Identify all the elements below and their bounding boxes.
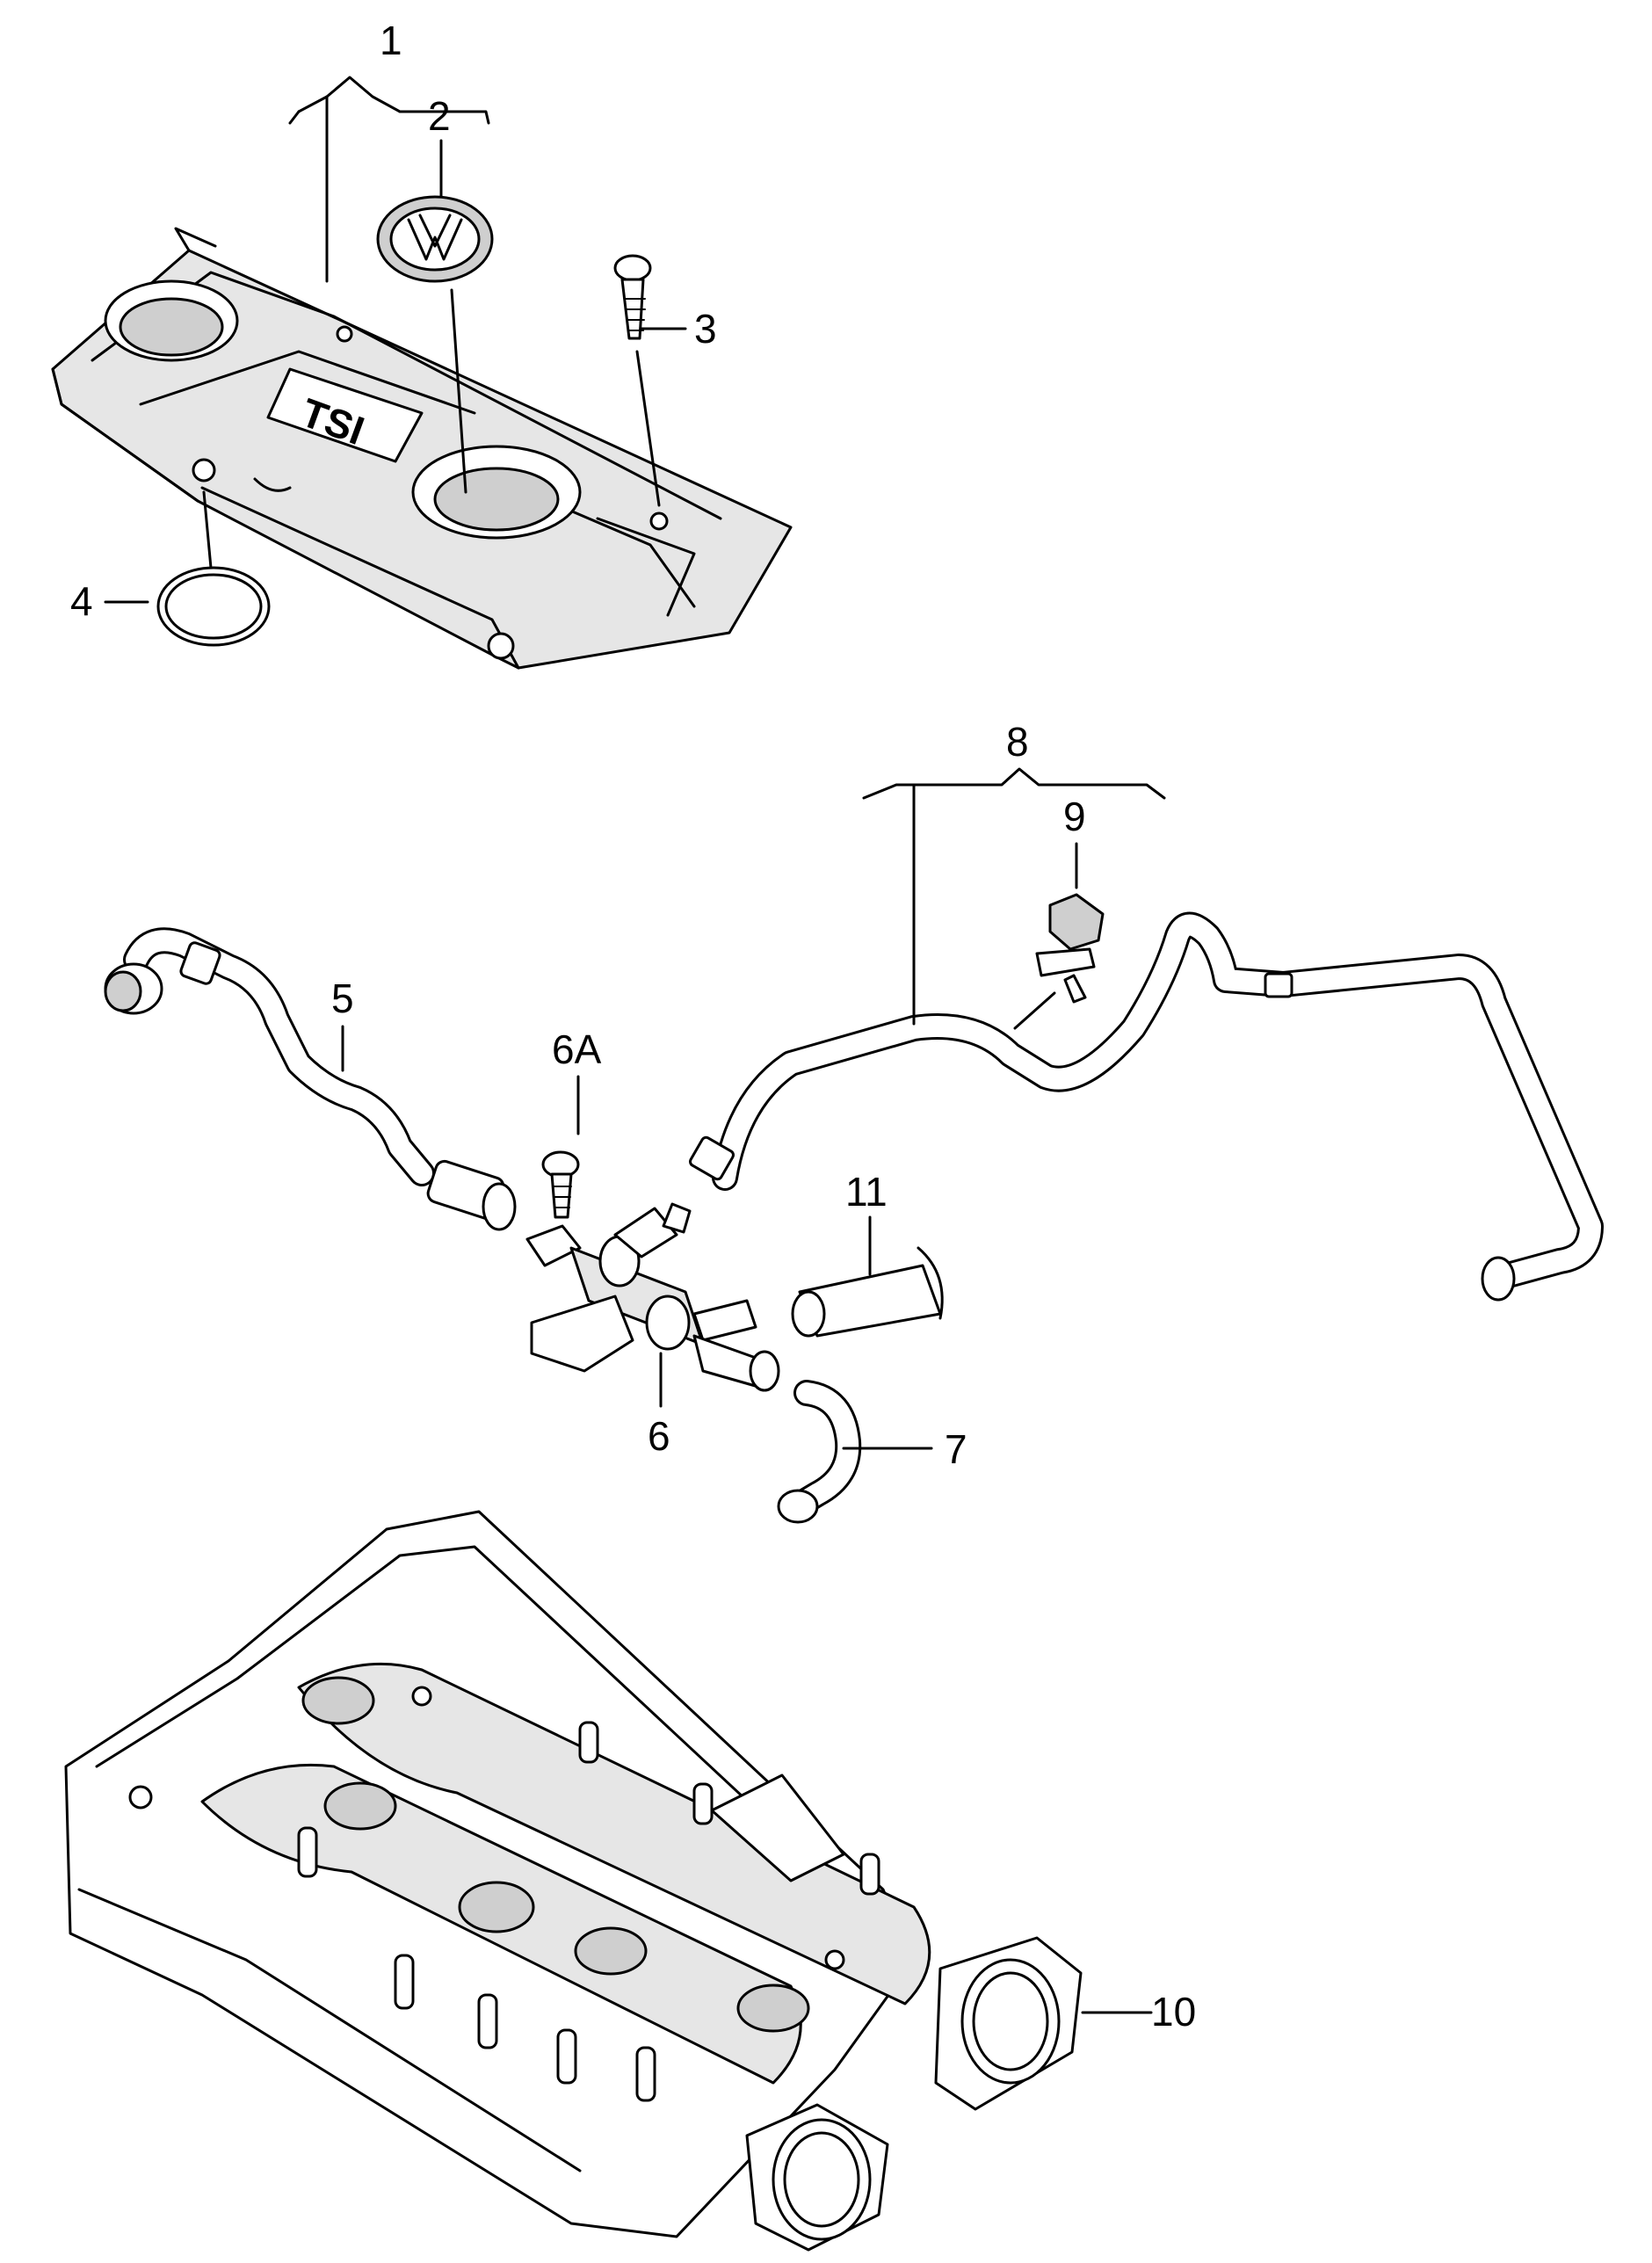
callout-1-label: 1: [380, 18, 402, 63]
callout-4-label: 4: [70, 578, 93, 624]
callout-8: 8: [862, 719, 1166, 1026]
callout-10-label: 10: [1151, 1989, 1196, 2035]
callout-6a-label: 6A: [552, 1026, 602, 1072]
callout-11-label: 11: [845, 1169, 888, 1215]
callout-7: 7: [842, 1426, 967, 1472]
vw-emblem[interactable]: [376, 195, 494, 283]
callout-9-label: 9: [1063, 794, 1086, 839]
callout-11: 11: [845, 1169, 888, 1276]
hose-clip[interactable]: [1035, 893, 1105, 1004]
callout-6-label: 6: [648, 1413, 670, 1459]
callout-2: 2: [428, 93, 467, 494]
callout-7-label: 7: [945, 1426, 967, 1472]
elbow-hose[interactable]: [777, 1380, 862, 1524]
callout-3-label: 3: [694, 306, 717, 352]
callout-2-label: 2: [428, 93, 451, 139]
o-ring[interactable]: [156, 566, 271, 647]
breather-hose[interactable]: [104, 927, 517, 1231]
screw-6a[interactable]: [541, 1150, 580, 1219]
callout-5-label: 5: [331, 976, 354, 1021]
short-hose[interactable]: [791, 1246, 944, 1338]
cover-bolt[interactable]: [613, 254, 652, 340]
check-valve[interactable]: [525, 1202, 780, 1392]
callout-10: 10: [1081, 1989, 1196, 2035]
callout-3: 3: [635, 306, 717, 507]
cylinder-head-cover[interactable]: [64, 1510, 1083, 2252]
callout-6a: 6A: [552, 1026, 602, 1135]
callout-1: 1: [288, 18, 490, 283]
callout-4: 4: [70, 490, 213, 624]
callout-9: 9: [1013, 794, 1086, 1030]
callout-8-label: 8: [1006, 719, 1029, 765]
long-hose[interactable]: [689, 911, 1604, 1302]
callout-6: 6: [648, 1352, 670, 1459]
callout-5: 5: [331, 976, 354, 1072]
